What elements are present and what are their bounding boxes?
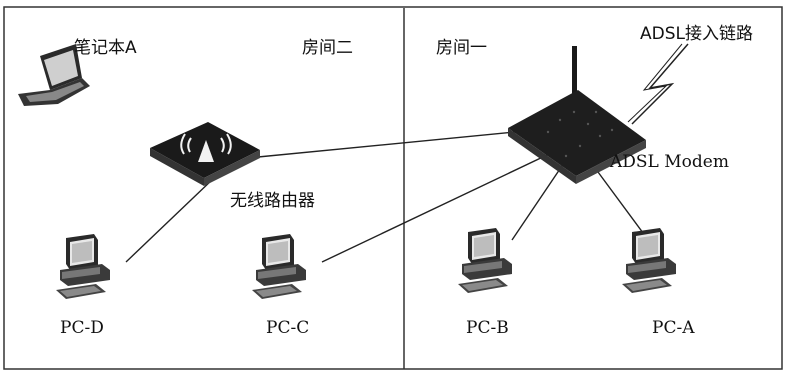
modem-pca-link [597,171,647,238]
pc-c-label: PC-C [266,318,310,338]
pc-a-icon [622,228,676,293]
pc-b-label: PC-B [466,318,509,338]
adsl-link-bolt [631,43,689,125]
router-label: 无线路由器 [230,191,315,211]
laptop-label: 笔记本A [74,38,137,58]
wireless-router-icon [150,122,260,186]
room-one-label: 房间一 [436,38,487,58]
pc-a-label: PC-A [652,318,695,338]
modem-label: ADSL Modem [610,152,729,172]
modem-pcb-link [511,159,567,241]
adsl-link-label: ADSL接入链路 [640,24,753,44]
pc-d-label: PC-D [60,318,104,338]
router-modem-link [257,127,557,158]
pc-c-icon [252,234,306,299]
laptop-icon [18,44,90,106]
router-pcd-link [125,177,215,263]
room-two-label: 房间二 [302,38,353,58]
adsl-modem-icon [508,46,646,184]
diagram-border [3,6,783,370]
modem-pcc-link [321,145,567,263]
pc-d-icon [56,234,110,299]
adsl-link-bolt-inner [627,43,683,123]
pc-b-icon [458,228,512,293]
